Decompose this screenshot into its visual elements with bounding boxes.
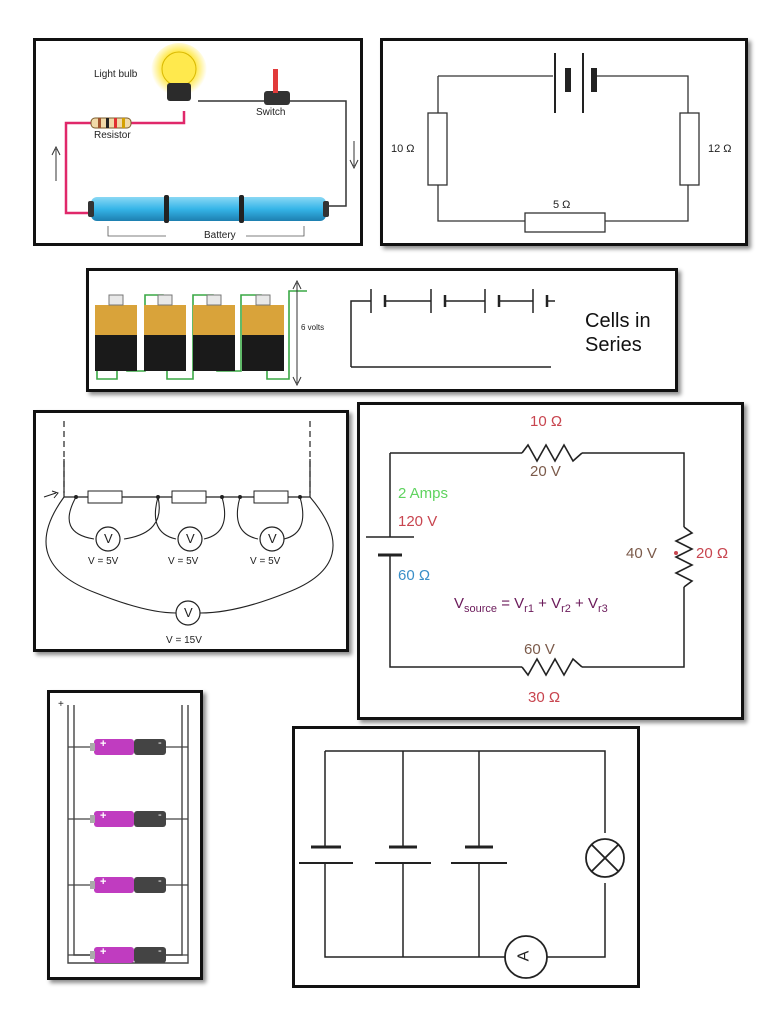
label-battery: Battery <box>204 230 236 241</box>
battery-plate-short <box>565 68 571 92</box>
panel-voltmeters: V V V V V = 5V V = 5V V = 5V V = 15V <box>33 410 349 652</box>
cell-1-plus: + <box>100 738 107 750</box>
meter-1-letter: V <box>104 531 113 546</box>
label-current: 2 Amps <box>398 485 449 502</box>
switch-icon <box>264 91 290 105</box>
aa-cell-1 <box>68 739 188 755</box>
ammeter-letter: A <box>515 950 533 962</box>
cell-2-plus: + <box>100 810 107 822</box>
aa-cell-3 <box>68 877 188 893</box>
voltmeter-1-icon <box>95 526 121 552</box>
series-schematic <box>350 300 555 368</box>
resistor-left <box>427 112 448 186</box>
label-v1: V = 5V <box>88 556 119 567</box>
label-r1: 10 Ω <box>530 413 563 430</box>
resistor-right <box>674 526 694 588</box>
cell-4-minus: - <box>158 945 162 957</box>
voltage-sum-diagram <box>366 443 694 677</box>
aa-cell-2 <box>68 811 188 827</box>
wire-red <box>64 111 186 215</box>
cell-2-minus: - <box>158 809 162 821</box>
cell-2 <box>144 294 186 371</box>
parallel-batteries-diagram <box>299 750 625 979</box>
wire-black <box>198 100 347 207</box>
voltmeter-3-icon <box>259 526 285 552</box>
panel-bulb-circuit: Light bulb Switch Resistor Battery <box>33 38 363 246</box>
battery-bracket <box>107 226 305 237</box>
cell-1-minus: - <box>158 737 162 749</box>
aa-cell-4 <box>68 947 188 963</box>
voltmeter-2-icon <box>177 526 203 552</box>
meter-3-letter: V <box>268 531 277 546</box>
label-v2: V = 5V <box>168 556 199 567</box>
panel-parallel-batteries: A <box>292 726 640 988</box>
cell-3 <box>193 294 235 371</box>
label-r2: 20 Ω <box>696 545 729 562</box>
label-r3: 30 Ω <box>528 689 561 706</box>
panel-resistor-loop: 10 Ω 12 Ω 5 Ω <box>380 38 748 246</box>
cell-4 <box>242 294 284 371</box>
resistor-right <box>679 112 700 186</box>
label-r-internal: 60 Ω <box>398 567 431 584</box>
cells-series-diagram <box>95 279 555 387</box>
title-line-1: Cells in <box>585 310 651 332</box>
panel-parallel-cells: + + - + - + - + - <box>47 690 203 980</box>
label-emf: 120 V <box>398 513 438 530</box>
resistor-3 <box>253 490 289 504</box>
label-light-bulb: Light bulb <box>94 69 138 80</box>
resistor-top <box>521 443 583 463</box>
label-v-total: V = 15V <box>166 635 202 646</box>
resistor-1 <box>87 490 123 504</box>
cell-3-minus: - <box>158 875 162 887</box>
meter-total-letter: V <box>184 605 193 620</box>
arrow-up <box>51 145 61 181</box>
cell-4-plus: + <box>100 946 107 958</box>
battery-icon <box>91 197 326 221</box>
label-v1: 20 V <box>530 463 561 480</box>
volts-arrow <box>292 279 302 387</box>
voltmeter-total-icon <box>175 600 201 626</box>
title-line-2: Series <box>585 334 642 356</box>
label-v3: V = 5V <box>250 556 281 567</box>
resistor-bottom <box>521 657 583 677</box>
cell-1 <box>95 294 137 371</box>
panel-voltage-sum: 10 Ω 20 V 2 Amps 120 V 60 Ω 40 V 20 Ω 60… <box>357 402 744 720</box>
terminal-plus: + <box>58 699 64 710</box>
ammeter-icon <box>504 935 548 979</box>
label-volts: 6 volts <box>301 323 325 332</box>
panel-cells-in-series: 6 volts Cells in Series <box>86 268 678 392</box>
resistor-bottom <box>524 212 606 233</box>
label-v3: 60 V <box>524 641 555 658</box>
label-switch: Switch <box>256 107 286 118</box>
bulb-base <box>167 83 191 101</box>
label-r-right: 12 Ω <box>708 143 732 155</box>
resistor-2 <box>171 490 207 504</box>
label-r-bottom: 5 Ω <box>553 199 571 211</box>
parallel-cells-diagram <box>67 705 189 964</box>
light-bulb-icon <box>161 51 197 87</box>
voltage-equation: Vsource = Vr1 + Vr2 + Vr3 <box>454 595 608 615</box>
label-v2: 40 V <box>626 545 657 562</box>
cell-3-plus: + <box>100 876 107 888</box>
arrow-down <box>349 141 359 170</box>
bulb-circuit-diagram <box>51 43 359 237</box>
cells-title: Cells in Series <box>585 309 651 357</box>
label-resistor: Resistor <box>94 130 131 141</box>
voltmeter-diagram <box>43 421 334 626</box>
meter-2-letter: V <box>186 531 195 546</box>
resistor-loop-diagram <box>427 53 700 233</box>
label-r-left: 10 Ω <box>391 143 415 155</box>
